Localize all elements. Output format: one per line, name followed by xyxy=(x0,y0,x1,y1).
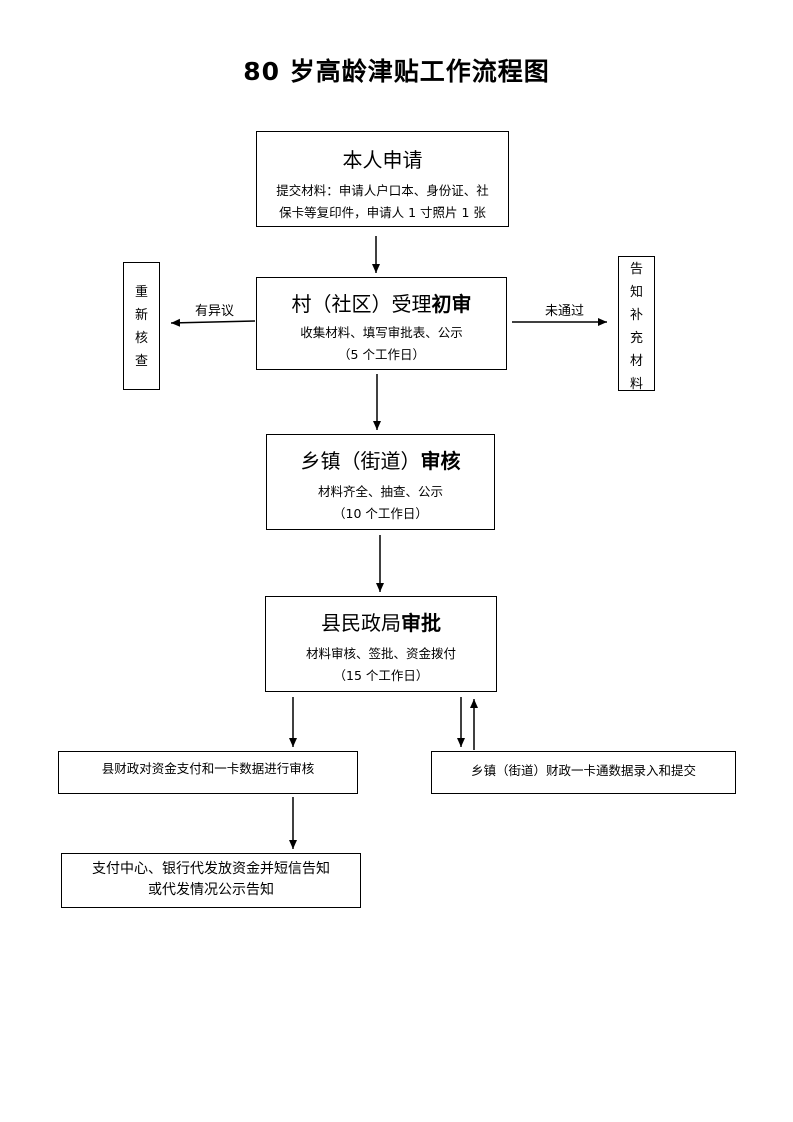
step-county-heading: 县民政局审批 xyxy=(266,609,496,637)
payment-notify-box: 支付中心、银行代发放资金并短信告知 或代发情况公示告知 xyxy=(61,853,361,908)
recheck-box: 重 新 核 查 xyxy=(123,262,160,390)
notify-char: 充 xyxy=(629,331,643,346)
objection-label: 有异议 xyxy=(195,304,235,319)
page-title: 80 岁高龄津贴工作流程图 xyxy=(243,57,550,86)
not-passed-label: 未通过 xyxy=(545,304,585,319)
step-village-line1: 收集材料、填写审批表、公示 xyxy=(300,325,463,340)
step-township-heading-plain: 乡镇（街道） xyxy=(300,449,421,473)
recheck-char: 重 xyxy=(134,285,148,300)
notify-char: 补 xyxy=(629,308,643,323)
notify-char: 材 xyxy=(629,354,643,369)
recheck-char: 查 xyxy=(134,354,148,369)
step-county-line1: 材料审核、签批、资金拨付 xyxy=(305,646,456,661)
recheck-char: 新 xyxy=(134,308,148,323)
finance-review-box: 县财政对资金支付和一卡数据进行审核 xyxy=(58,751,358,794)
step-apply-box: 本人申请 提交材料：申请人户口本、身份证、社 保卡等复印件，申请人 1 寸照片 … xyxy=(256,131,509,227)
step-township-heading-bold: 审核 xyxy=(420,449,461,473)
arrow-to-recheck xyxy=(170,318,256,327)
notify-char: 料 xyxy=(629,377,643,392)
step-village-heading-bold: 初审 xyxy=(431,292,472,316)
step-township-line1: 材料齐全、抽查、公示 xyxy=(317,484,443,499)
notify-supplement-box: 告 知 补 充 材 料 xyxy=(618,256,655,392)
notify-char: 知 xyxy=(629,285,643,300)
step-county-heading-bold: 审批 xyxy=(401,611,441,635)
step-township-heading: 乡镇（街道）审核 xyxy=(267,447,494,475)
step-township-line2: （10 个工作日） xyxy=(333,506,428,521)
step-apply-line2: 保卡等复印件，申请人 1 寸照片 1 张 xyxy=(279,205,486,220)
step-township-box: 乡镇（街道）审核 材料齐全、抽查、公示 （10 个工作日） xyxy=(266,434,495,530)
finance-review-text: 县财政对资金支付和一卡数据进行审核 xyxy=(101,761,315,776)
payment-notify-line1: 支付中心、银行代发放资金并短信告知 xyxy=(92,861,330,877)
step-county-heading-plain: 县民政局 xyxy=(321,611,401,635)
township-finance-entry-text: 乡镇（街道）财政一卡通数据录入和提交 xyxy=(470,763,696,778)
notify-char: 告 xyxy=(629,262,643,277)
township-finance-entry-box: 乡镇（街道）财政一卡通数据录入和提交 xyxy=(431,751,736,794)
step-village-line2: （5 个工作日） xyxy=(338,347,425,362)
step-apply-heading: 本人申请 xyxy=(342,148,423,172)
recheck-char: 核 xyxy=(134,331,148,346)
payment-notify-line2: 或代发情况公示告知 xyxy=(148,882,274,898)
step-county-line2: （15 个工作日） xyxy=(333,668,429,683)
step-county-box: 县民政局审批 材料审核、签批、资金拨付 （15 个工作日） xyxy=(265,596,497,692)
step-village-heading: 村（社区）受理初审 xyxy=(257,290,506,318)
step-village-heading-plain: 村（社区）受理 xyxy=(291,292,432,316)
step-village-box: 村（社区）受理初审 收集材料、填写审批表、公示 （5 个工作日） xyxy=(256,277,507,370)
step-apply-line1: 提交材料：申请人户口本、身份证、社 xyxy=(276,183,489,198)
